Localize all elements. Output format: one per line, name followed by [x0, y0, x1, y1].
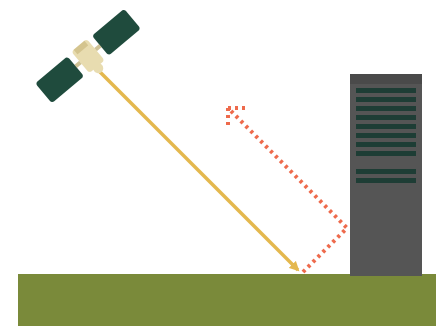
- reflected-signal-arrow: [230, 110, 347, 272]
- satellite-icon: [35, 8, 146, 109]
- server-tower-icon: [350, 74, 422, 276]
- ground: [18, 274, 436, 326]
- direct-signal-arrow: [98, 70, 298, 270]
